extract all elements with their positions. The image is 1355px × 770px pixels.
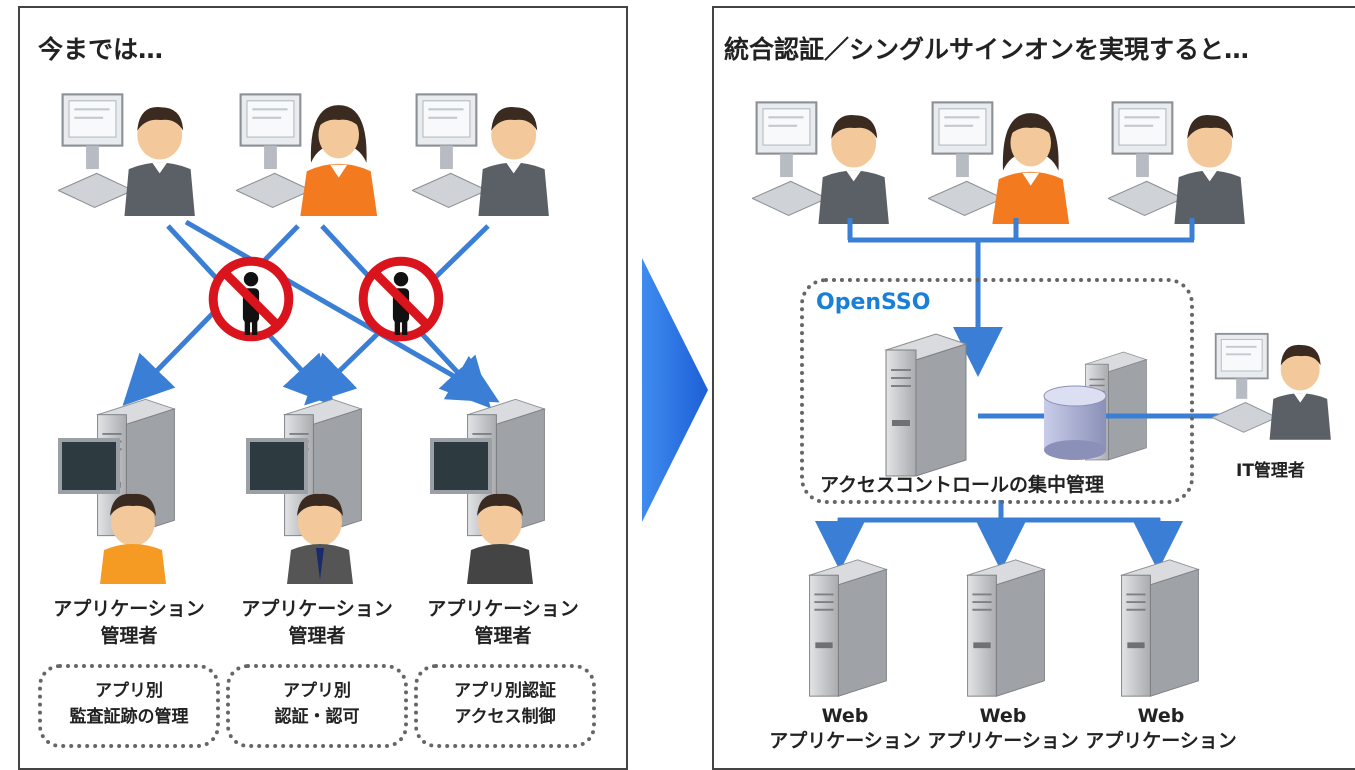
left-user-2-icon bbox=[236, 93, 379, 216]
left-admin-3-label-line2: 管理者 bbox=[474, 625, 532, 647]
function-box-3: アプリ別認証 アクセス制御 bbox=[414, 664, 596, 748]
right-user-2-icon bbox=[928, 101, 1071, 224]
web-app-server-3-icon bbox=[1120, 558, 1200, 698]
function-box-2: アプリ別 認証・認可 bbox=[226, 664, 408, 748]
prohibit-icon-1 bbox=[213, 261, 289, 337]
opensso-label: OpenSSO bbox=[816, 290, 931, 315]
user-merge-connector bbox=[847, 218, 1195, 377]
right-panel-title: 統合認証／シングルサインオンを実現すると… bbox=[724, 35, 1250, 64]
function-box-1-line1: アプリ別 bbox=[95, 681, 163, 701]
left-user-1-icon bbox=[58, 93, 196, 216]
right-user-3-icon bbox=[1108, 101, 1246, 224]
left-admin-2-icon bbox=[246, 398, 363, 584]
web-app-2-label: Web アプリケーション bbox=[918, 704, 1088, 754]
web-app-1-label-line2: アプリケーション bbox=[769, 730, 921, 752]
web-app-connector bbox=[815, 500, 1183, 571]
web-app-3-label: Web アプリケーション bbox=[1076, 704, 1246, 754]
web-app-2-label-line1: Web bbox=[979, 705, 1027, 727]
opensso-boundary bbox=[800, 278, 1194, 504]
left-admin-1-label-line1: アプリケーション bbox=[53, 598, 205, 620]
web-app-3-label-line1: Web bbox=[1137, 705, 1185, 727]
left-admin-3-icon bbox=[430, 398, 546, 584]
left-admin-3-label-line1: アプリケーション bbox=[427, 598, 579, 620]
left-admin-2-label-line2: 管理者 bbox=[288, 625, 346, 647]
web-app-server-2-icon bbox=[966, 558, 1046, 698]
web-app-2-label-line2: アプリケーション bbox=[927, 730, 1079, 752]
right-user-1-icon bbox=[752, 101, 890, 224]
left-admin-1-label: アプリケーション 管理者 bbox=[36, 596, 222, 650]
central-caption: アクセスコントロールの集中管理 bbox=[820, 474, 1105, 496]
left-admin-2-label: アプリケーション 管理者 bbox=[224, 596, 410, 650]
function-box-3-line1: アプリ別認証 bbox=[454, 681, 556, 701]
left-admin-1-label-line2: 管理者 bbox=[100, 625, 158, 647]
left-panel-title: 今までは… bbox=[38, 35, 164, 64]
web-app-1-label: Web アプリケーション bbox=[760, 704, 930, 754]
function-box-3-line2: アクセス制御 bbox=[454, 707, 556, 727]
web-app-1-label-line1: Web bbox=[821, 705, 869, 727]
it-admin-icon bbox=[1212, 332, 1332, 440]
left-admin-1-icon bbox=[58, 398, 176, 584]
prohibit-icon-2 bbox=[363, 261, 439, 337]
it-admin-label: IT管理者 bbox=[1236, 461, 1305, 481]
left-admin-2-label-line1: アプリケーション bbox=[241, 598, 393, 620]
function-box-2-line1: アプリ別 bbox=[283, 681, 351, 701]
database-icon bbox=[1043, 385, 1107, 460]
left-user-3-icon bbox=[412, 93, 550, 216]
web-app-3-label-line2: アプリケーション bbox=[1085, 730, 1237, 752]
function-box-1-line2: 監査証跡の管理 bbox=[69, 707, 189, 727]
transition-arrow-icon bbox=[642, 258, 708, 522]
left-admin-3-label: アプリケーション 管理者 bbox=[410, 596, 596, 650]
web-app-server-1-icon bbox=[808, 558, 888, 698]
function-box-1: アプリ別 監査証跡の管理 bbox=[38, 664, 220, 748]
function-box-2-line2: 認証・認可 bbox=[274, 707, 360, 727]
